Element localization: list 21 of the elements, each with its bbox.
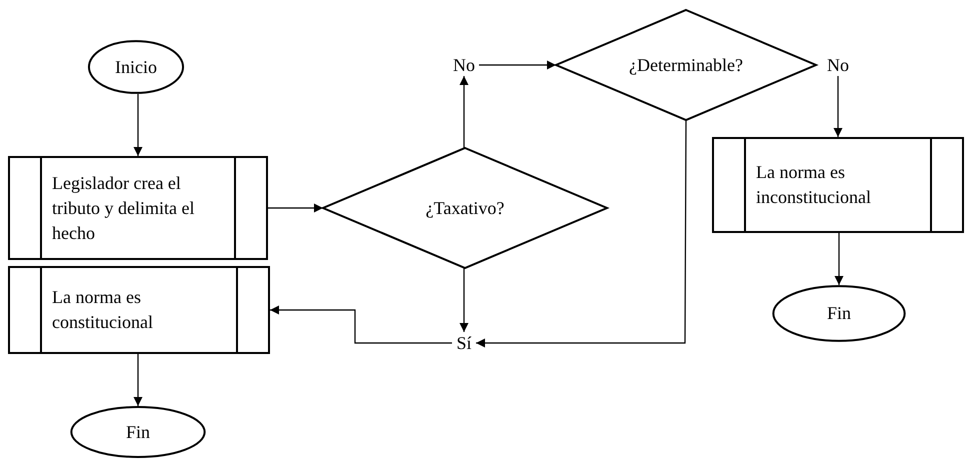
terminal-ellipse: Fin	[70, 406, 206, 458]
arrow	[268, 204, 323, 212]
arrow	[134, 354, 142, 406]
branch-label: Sí	[452, 332, 476, 354]
predefined-process-box: La norma es inconstitucional	[712, 137, 964, 233]
arrow	[270, 306, 452, 344]
decision-diamond: ¿Taxativo?	[323, 148, 607, 268]
arrow	[834, 233, 844, 285]
terminal-ellipse: Fin	[772, 285, 906, 342]
arrow	[460, 76, 468, 148]
terminal-ellipse: Inicio	[88, 40, 184, 94]
arrow	[476, 120, 687, 348]
arrow	[134, 94, 142, 156]
predefined-process-box: Legislador crea el tributo y delimita el hecho	[8, 156, 268, 260]
branch-label: No	[449, 54, 479, 76]
decision-diamond: ¿Determinable?	[556, 10, 816, 120]
arrow	[460, 268, 468, 332]
predefined-process-box: La norma es constitucional	[8, 266, 270, 354]
arrow	[479, 60, 556, 70]
arrow	[834, 76, 842, 137]
branch-label: No	[822, 54, 854, 76]
